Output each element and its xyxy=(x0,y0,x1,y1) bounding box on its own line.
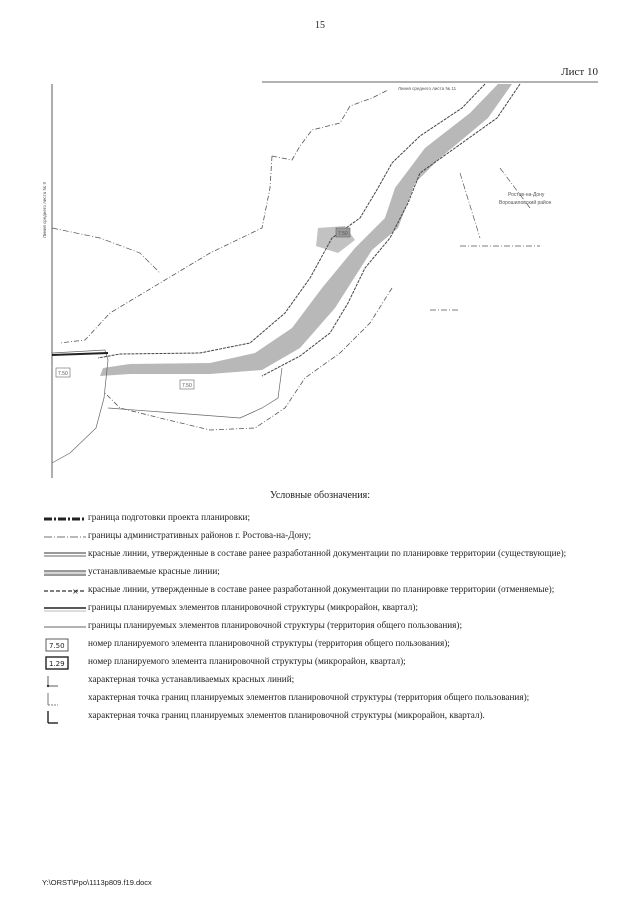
legend-item: характерная точка границ планируемых эле… xyxy=(42,692,602,706)
legend-item: 1.29 номер планируемого элемента планиро… xyxy=(42,656,602,670)
block-boundary-symbol xyxy=(44,607,86,612)
legend-item: граница подготовки проекта планировки; xyxy=(42,512,602,526)
public-boundary-symbol xyxy=(44,626,86,628)
red-lines-existing-symbol xyxy=(44,552,86,557)
legend-item: границы планируемых элементов планировоч… xyxy=(42,602,602,616)
legend: граница подготовки проекта планировки; г… xyxy=(42,512,602,728)
public-point-symbol xyxy=(47,693,58,706)
legend-text: красные линии, утвержденные в составе ра… xyxy=(88,548,567,558)
legend-text: границы планируемых элементов планировоч… xyxy=(88,602,418,612)
element-marker-3: 7.50 xyxy=(335,227,351,238)
legend-text: красные линии, утвержденные в составе ра… xyxy=(88,584,555,594)
legend-text: характерная точка границ планируемых эле… xyxy=(88,692,530,702)
element-number-1: 7.50 xyxy=(58,371,68,377)
legend-item: × красные линии, утвержденные в составе … xyxy=(42,584,602,598)
red-lines-cancelled-symbol: × xyxy=(44,587,86,596)
sheet-label: Лист 10 xyxy=(561,66,598,78)
legend-text: границы административных районов г. Рост… xyxy=(88,530,311,540)
red-lines-new-symbol xyxy=(44,570,86,576)
public-number-label: 7.50 xyxy=(49,642,65,650)
district-label-2: Ворошиловский район xyxy=(499,199,552,206)
district-label-1: Ростов-на-Дону xyxy=(508,192,545,198)
left-line-label: Линия среднего листа № 9 xyxy=(42,182,47,238)
red-line-existing-1 xyxy=(261,83,521,377)
element-number-2: 7.50 xyxy=(182,383,192,389)
legend-item: границы планируемых элементов планировоч… xyxy=(42,620,602,634)
legend-item: характерная точка границ планируемых эле… xyxy=(42,710,602,724)
admin-boundary-symbol xyxy=(44,536,86,538)
legend-item: 7.50 номер планируемого элемента планиро… xyxy=(42,638,602,652)
red-line-point-symbol xyxy=(46,676,58,688)
thick-boundary xyxy=(51,352,109,356)
element-marker-2: 7.50 xyxy=(179,379,195,390)
legend-text: устанавливаемые красные линии; xyxy=(88,566,220,576)
admin-boundary xyxy=(51,167,540,311)
legend-item: характерная точка устанавливаемых красны… xyxy=(42,674,602,688)
red-line-existing-2 xyxy=(97,83,486,359)
svg-text:×: × xyxy=(72,587,79,596)
block-boundary xyxy=(51,349,283,464)
planning-map: 7.50 7.50 7.50 Линия среднего листа № 11… xyxy=(42,81,598,478)
file-path-footer: Y:\ORST\Ppo\1113p809.f19.docx xyxy=(42,878,152,887)
block-number-symbol: 1.29 xyxy=(45,656,69,670)
block-number-label: 1.29 xyxy=(49,660,65,668)
legend-text: характерная точка устанавливаемых красны… xyxy=(88,674,295,684)
legend-text: номер планируемого элемента планировочно… xyxy=(88,638,450,648)
legend-text: характерная точка границ планируемых эле… xyxy=(88,710,485,720)
legend-item: границы административных районов г. Рост… xyxy=(42,530,602,544)
project-boundary xyxy=(59,89,393,431)
legend-text: граница подготовки проекта планировки; xyxy=(88,512,251,522)
legend-text: номер планируемого элемента планировочно… xyxy=(88,656,406,666)
element-number-3: 7.50 xyxy=(338,231,348,237)
legend-item: красные линии, утвержденные в составе ра… xyxy=(42,548,602,562)
legend-text: границы планируемых элементов планировоч… xyxy=(88,620,463,630)
element-marker-1: 7.50 xyxy=(55,367,71,378)
block-point-symbol xyxy=(47,711,58,724)
public-number-symbol: 7.50 xyxy=(45,638,69,652)
top-line-label: Линия среднего листа № 11 xyxy=(398,86,457,91)
river xyxy=(100,84,512,376)
project-boundary-symbol xyxy=(44,517,86,521)
legend-title: Условные обозначения: xyxy=(269,490,370,501)
legend-item: устанавливаемые красные линии; xyxy=(42,566,602,580)
page-number: 15 xyxy=(315,20,325,31)
